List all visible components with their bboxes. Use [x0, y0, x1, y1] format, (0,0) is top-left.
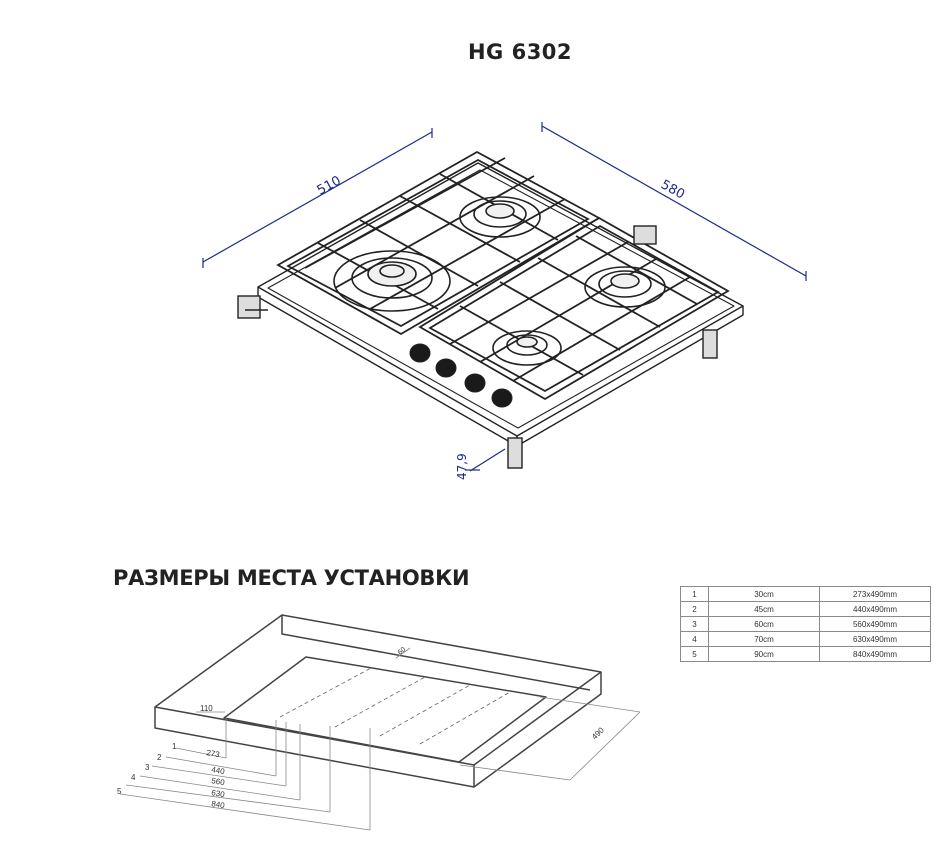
table-cell-size: 30cm	[708, 586, 820, 602]
install-dimension-lines	[119, 647, 641, 831]
row-value-4: 630	[211, 788, 226, 799]
table-row: 3 60cm 560x490mm	[680, 616, 931, 632]
dim-width-label: 510	[315, 173, 344, 198]
control-knobs	[409, 343, 513, 408]
dimension-lines	[202, 122, 807, 472]
table-cell-num: 1	[680, 586, 709, 602]
burner-rear-right	[584, 266, 666, 308]
table-cell-size: 90cm	[708, 646, 820, 662]
row-num-2: 2	[157, 753, 162, 762]
depth-label: 490	[590, 725, 606, 741]
row-num-5: 5	[117, 787, 122, 796]
table-cell-num: 2	[680, 601, 709, 617]
burners	[333, 196, 666, 366]
burner-front-right	[492, 330, 562, 366]
right-grate	[418, 216, 730, 401]
dim-height-label: 47,9	[455, 453, 469, 480]
row-num-3: 3	[145, 763, 150, 772]
countertop-drawing	[154, 614, 602, 788]
table-row: 5 90cm 840x490mm	[680, 646, 931, 662]
table-cell-cutout: 840x490mm	[819, 646, 931, 662]
table-cell-size: 60cm	[708, 616, 820, 632]
knob-1	[409, 343, 431, 363]
table-cell-cutout: 560x490mm	[819, 616, 931, 632]
installation-title: РАЗМЕРЫ МЕСТА УСТАНОВКИ	[113, 566, 470, 590]
knob-3	[464, 373, 486, 393]
dim-depth-label: 580	[658, 177, 687, 202]
table-cell-cutout: 630x490mm	[819, 631, 931, 647]
table-cell-size: 70cm	[708, 631, 820, 647]
table-cell-num: 5	[680, 646, 709, 662]
row-num-4: 4	[131, 773, 136, 782]
row-num-1: 1	[172, 742, 177, 751]
burner-rear-left	[459, 196, 541, 238]
table-row: 1 30cm 273x490mm	[680, 586, 931, 602]
row-value-2: 440	[211, 765, 226, 776]
row-value-1: 273	[206, 748, 221, 759]
cutout-size-guides	[279, 667, 511, 745]
table-cell-cutout: 273x490mm	[819, 586, 931, 602]
gap-label: 60	[397, 646, 408, 656]
model-title: HG 6302	[467, 40, 573, 64]
table-row: 4 70cm 630x490mm	[680, 631, 931, 647]
table-row: 2 45cm 440x490mm	[680, 601, 931, 617]
row-value-3: 560	[211, 776, 226, 787]
cutout-size-table: 1 30cm 273x490mm 2 45cm 440x490mm 3 60cm…	[680, 586, 931, 662]
table-cell-size: 45cm	[708, 601, 820, 617]
table-cell-num: 3	[680, 616, 709, 632]
knob-2	[435, 358, 457, 378]
row-value-5: 840	[211, 799, 226, 810]
table-cell-num: 4	[680, 631, 709, 647]
burner-large	[333, 250, 451, 312]
knob-4	[491, 388, 513, 408]
side-label: 110	[200, 704, 213, 713]
gas-fittings	[237, 225, 718, 469]
table-cell-cutout: 440x490mm	[819, 601, 931, 617]
